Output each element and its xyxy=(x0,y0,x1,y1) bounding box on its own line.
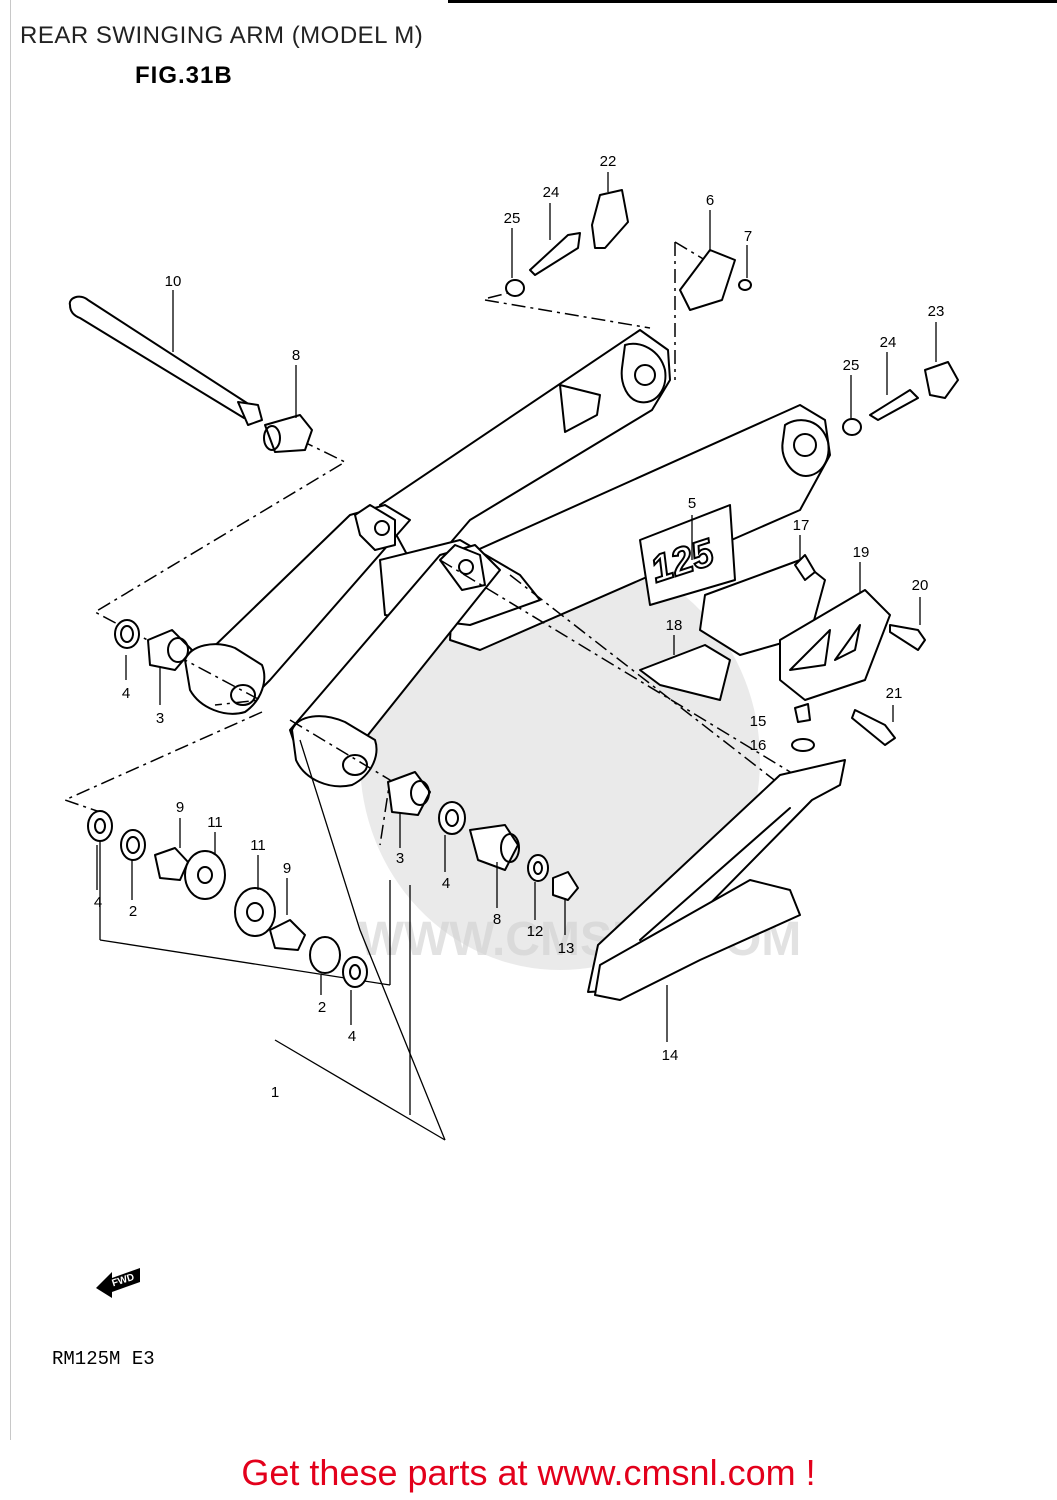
parts xyxy=(68,172,959,1042)
callout-labels: 1 2 2 3 3 4 4 4 4 5 6 7 8 8 9 9 10 11 11… xyxy=(94,153,945,1101)
callout-23: 23 xyxy=(928,303,945,320)
left-margin-line xyxy=(10,0,11,1440)
exploded-parts-diagram: WWW.CMSNL.COM 125 xyxy=(62,153,959,1298)
leader-lines xyxy=(62,241,821,1141)
callout-24: 24 xyxy=(543,184,560,201)
page-title: REAR SWINGING ARM (MODEL M) xyxy=(20,22,424,49)
callout-3: 3 xyxy=(396,850,404,867)
callout-4: 4 xyxy=(442,875,450,892)
callout-4: 4 xyxy=(122,685,130,702)
callout-2: 2 xyxy=(129,903,137,920)
callout-11: 11 xyxy=(250,837,266,854)
callout-3: 3 xyxy=(156,710,164,727)
callout-14: 14 xyxy=(662,1047,679,1064)
callout-2: 2 xyxy=(318,999,326,1016)
callout-16: 16 xyxy=(750,737,767,754)
callout-9: 9 xyxy=(176,799,184,816)
callout-9: 9 xyxy=(283,860,291,877)
callout-4: 4 xyxy=(94,894,102,911)
callout-22: 22 xyxy=(600,153,617,170)
forward-arrow-icon: FWD xyxy=(96,1268,140,1298)
callout-17: 17 xyxy=(793,517,810,534)
callout-15: 15 xyxy=(750,713,767,730)
figure-number: FIG.31B xyxy=(135,62,233,89)
swingarm-body: 125 xyxy=(184,329,831,788)
callout-25: 25 xyxy=(504,210,521,227)
parts-link-banner[interactable]: Get these parts at www.cmsnl.com ! xyxy=(241,1452,816,1493)
model-code: RM125M E3 xyxy=(52,1348,155,1370)
callout-4: 4 xyxy=(348,1028,356,1045)
callout-5: 5 xyxy=(688,495,696,512)
callout-25: 25 xyxy=(843,357,860,374)
callout-6: 6 xyxy=(706,192,714,209)
callout-20: 20 xyxy=(912,577,929,594)
top-rule xyxy=(448,0,1057,3)
callout-19: 19 xyxy=(853,544,870,561)
callout-13: 13 xyxy=(558,940,575,957)
callout-12: 12 xyxy=(527,923,544,940)
decal-125: 125 xyxy=(646,532,720,592)
callout-1: 1 xyxy=(271,1084,279,1101)
callout-7: 7 xyxy=(744,228,752,245)
callout-10: 10 xyxy=(165,273,182,290)
callout-21: 21 xyxy=(886,685,903,702)
watermark: WWW.CMSNL.COM xyxy=(359,550,801,970)
callout-11: 11 xyxy=(207,814,223,831)
callout-24: 24 xyxy=(880,334,897,351)
watermark-logo xyxy=(360,550,760,970)
callout-8: 8 xyxy=(292,347,300,364)
callout-8: 8 xyxy=(493,911,501,928)
callout-18: 18 xyxy=(666,617,683,634)
